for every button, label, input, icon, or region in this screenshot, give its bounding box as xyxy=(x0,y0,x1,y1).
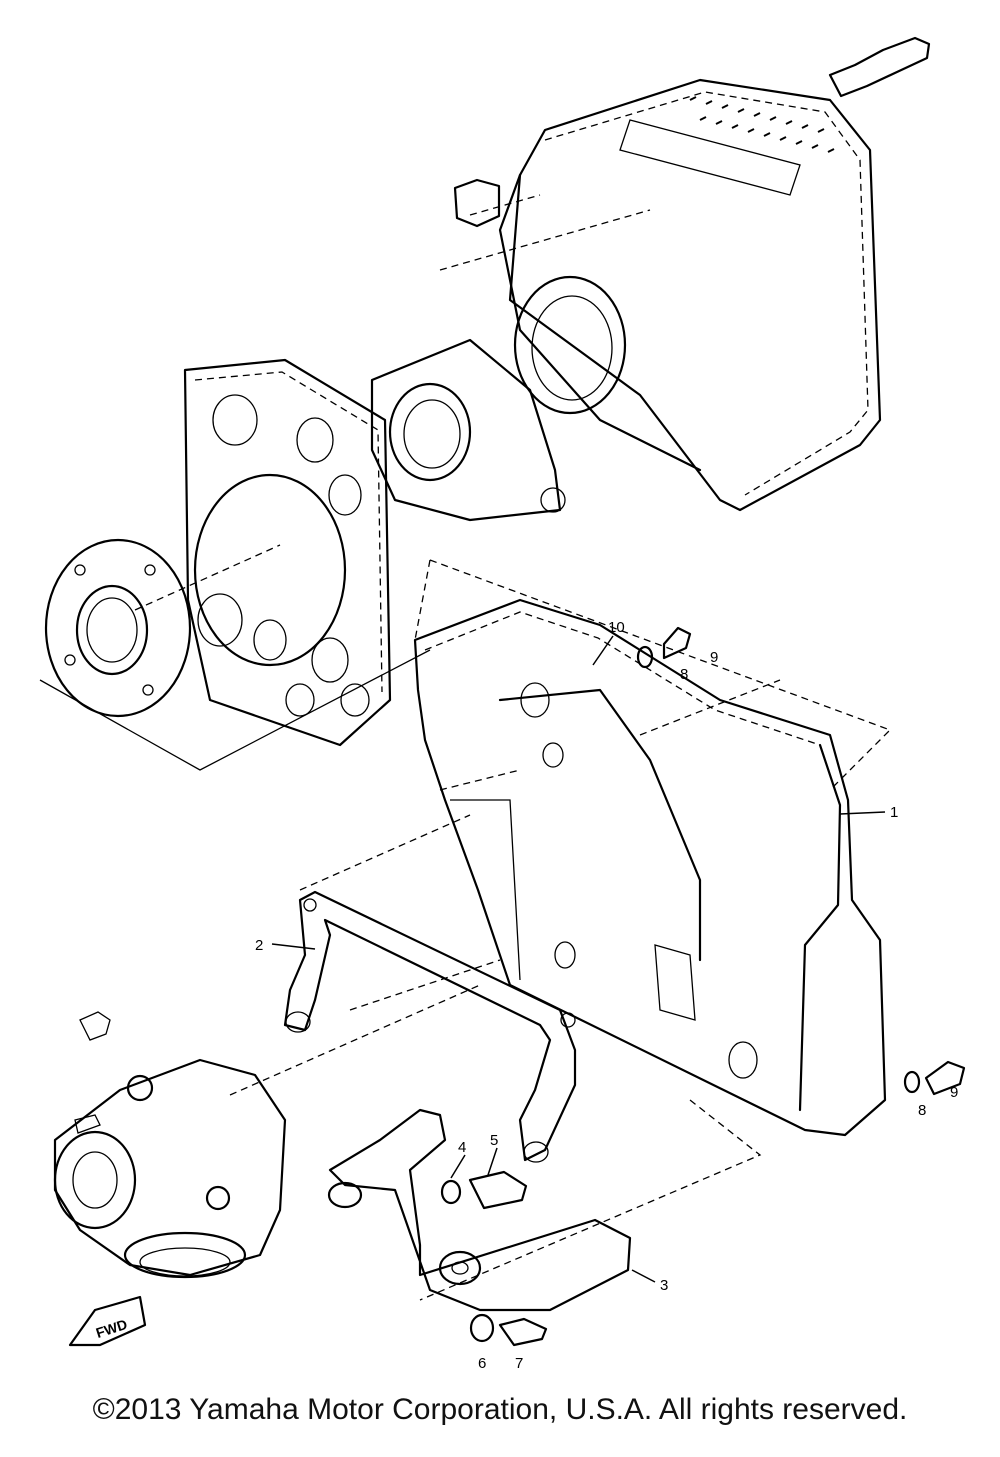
copyright-notice: ©2013 Yamaha Motor Corporation, U.S.A. A… xyxy=(92,1393,908,1426)
gasket-plate xyxy=(183,358,392,747)
callout-3: 3 xyxy=(660,1277,668,1294)
callout-6: 6 xyxy=(478,1355,486,1372)
air-cleaner-box xyxy=(439,36,931,512)
callout-5: 5 xyxy=(490,1132,498,1149)
hardware xyxy=(440,626,966,1347)
fwd-arrow: FWD xyxy=(68,1295,147,1347)
intake-joint xyxy=(370,338,566,522)
callout-8-upper: 8 xyxy=(680,666,688,683)
callout-labels: 1 2 3 4 5 6 7 8 8 9 9 10 xyxy=(255,619,958,1372)
exploded-parts-diagram: 1 2 3 4 5 6 7 8 8 9 9 10 FWD xyxy=(39,36,966,1372)
callout-1: 1 xyxy=(890,804,898,821)
callout-7: 7 xyxy=(515,1355,523,1372)
callout-8-lower: 8 xyxy=(918,1102,926,1119)
leader-lines xyxy=(271,635,886,1283)
lower-bracket xyxy=(327,1108,632,1312)
round-flange xyxy=(39,538,431,771)
callout-2: 2 xyxy=(255,937,263,954)
fwd-label: FWD xyxy=(94,1316,129,1341)
main-bracket xyxy=(299,559,892,1301)
support-arm xyxy=(283,890,577,1163)
callout-9-upper: 9 xyxy=(710,649,718,666)
callout-9-lower: 9 xyxy=(950,1084,958,1101)
callout-10: 10 xyxy=(608,619,625,636)
carburetor xyxy=(53,984,481,1279)
callout-4: 4 xyxy=(458,1139,466,1156)
